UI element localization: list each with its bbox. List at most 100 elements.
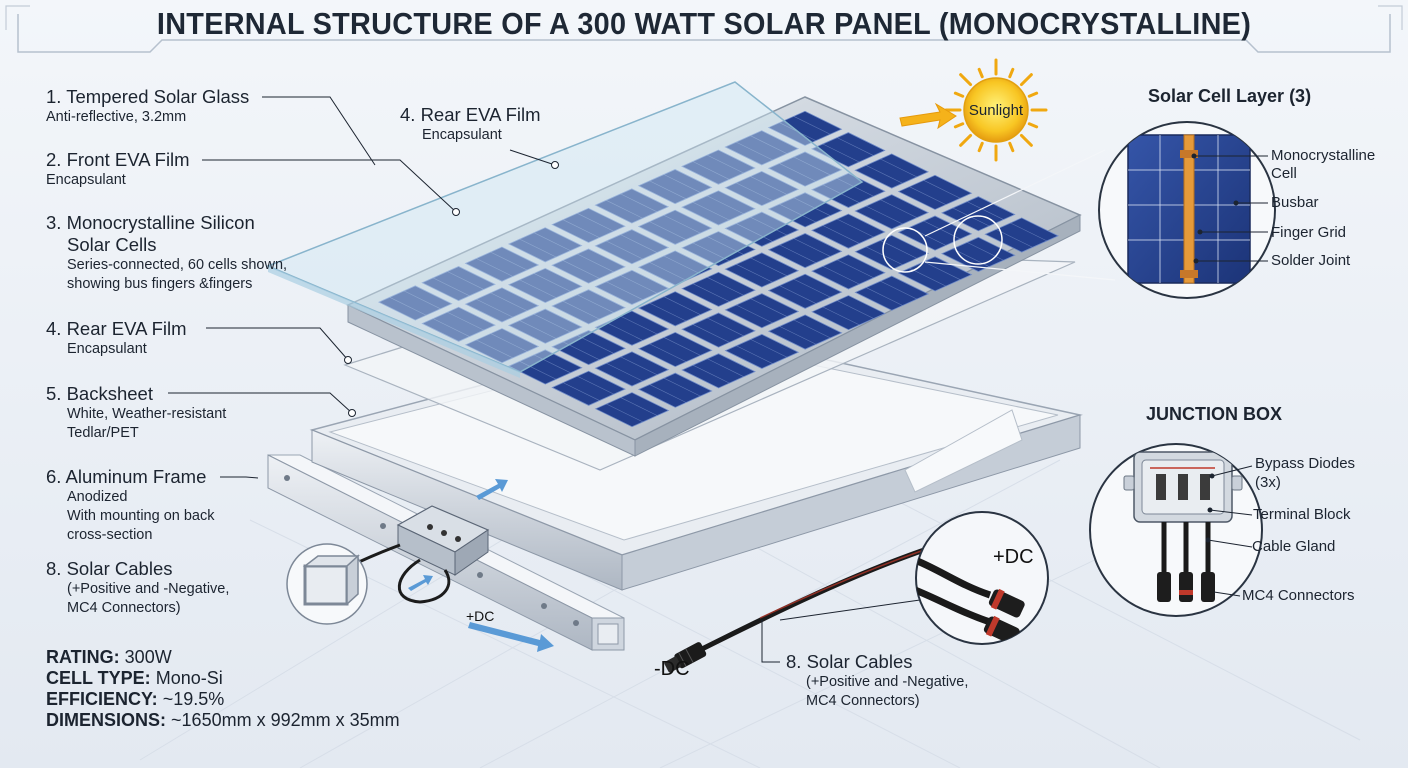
dc-minus-label: -DC [654, 658, 690, 680]
cell-busbar [822, 225, 860, 244]
solar-cell [767, 151, 843, 187]
cell-busbar [779, 326, 817, 345]
cell-busbar [692, 283, 730, 302]
solar-cell [681, 190, 756, 226]
solar-cell [941, 196, 1016, 232]
solar-cell [811, 254, 886, 290]
dc-plus-label-large: +DC [993, 546, 1034, 568]
sunlight-label: Sunlight [968, 102, 1024, 119]
solar-cell [724, 252, 800, 288]
sun-ray [953, 91, 965, 98]
label-sub: showing bus fingers &fingers [67, 276, 253, 292]
cell-busbar [432, 318, 470, 337]
cell-busbar [663, 337, 701, 356]
cell-busbar [476, 298, 513, 318]
label-sub: Encapsulant [422, 127, 502, 143]
cell-busbar [736, 345, 773, 364]
title-frame [17, 14, 1391, 53]
cell-busbar [793, 278, 831, 298]
solar-cell [507, 227, 583, 263]
solar-cell [507, 308, 583, 344]
cell-busbar [865, 165, 903, 184]
label-heading: 4. Rear EVA Film [400, 104, 541, 125]
solar-cell [551, 330, 626, 366]
cell-busbar [577, 375, 614, 395]
solar-cable-free [664, 545, 931, 673]
cell-busbar [779, 244, 817, 264]
cell-busbar [519, 320, 557, 339]
spec-value: Mono-Si [155, 668, 223, 688]
label-front-eva: 2. Front EVA Film Encapsulant [46, 149, 190, 190]
solar-cell [464, 246, 540, 282]
solar-cell [767, 314, 843, 350]
cell-busbar [519, 361, 557, 380]
callout-cable-gland: Cable Gland [1252, 538, 1336, 555]
cell-busbar [606, 322, 643, 341]
cell-busbar [966, 201, 1004, 220]
page-title: INTERNAL STRUCTURE OF A 300 WATT SOLAR P… [156, 6, 1252, 41]
cell-busbar [620, 193, 658, 213]
cell-busbar [707, 195, 744, 215]
solar-cell [724, 293, 800, 329]
cell-busbar [692, 201, 730, 221]
callout-mc4-connectors: MC4 Connectors [1242, 587, 1355, 604]
solar-cell [594, 188, 670, 224]
cell-busbar [866, 205, 903, 225]
cell-detail-magnifier [882, 121, 1276, 299]
dc-flow-arrow-icon [468, 622, 554, 652]
label-solar-cables-right: 8. Solar Cables (+Positive and -Negative… [786, 651, 968, 711]
cell-busbar [577, 335, 614, 354]
cell-busbar [519, 238, 557, 258]
cell-busbar [793, 116, 831, 135]
cell-detail-title: Solar Cell Layer (3) [1148, 86, 1312, 106]
label-solar-cells: 3. Monocrystalline Silicon Solar Cells S… [46, 212, 287, 294]
solar-cell [551, 370, 626, 406]
cell-busbar [562, 300, 600, 320]
solar-cell [594, 269, 670, 305]
cell-busbar [403, 290, 441, 310]
solar-cell [681, 312, 756, 348]
cell-busbar [533, 313, 571, 333]
cell-busbar [880, 199, 917, 218]
cell-busbar [606, 362, 643, 382]
cell-busbar [837, 218, 874, 238]
label-heading: 8. Solar Cables [786, 651, 913, 672]
cell-busbar [389, 297, 427, 316]
cell-busbar [606, 240, 643, 260]
solar-cell [767, 233, 843, 269]
cell-busbar [490, 333, 528, 352]
cell-busbar [750, 176, 788, 195]
spec-key: RATING: [46, 647, 120, 667]
cell-busbar [866, 287, 903, 306]
cell-busbar [822, 306, 860, 326]
sun-ray [1019, 73, 1033, 87]
cell-busbar [707, 317, 744, 337]
spec-rating: RATING: 300W [46, 647, 400, 668]
solar-cell [421, 306, 496, 342]
cell-busbar [533, 354, 571, 374]
solar-cell [767, 273, 843, 309]
label-heading: 8. Solar Cables [46, 558, 173, 579]
cell-busbar [620, 275, 658, 294]
label-sub: Series-connected, 60 cells shown, [67, 257, 288, 273]
cell-busbar [822, 143, 860, 163]
cell-busbar [837, 300, 874, 319]
cell-busbar [663, 174, 701, 193]
solar-cell [637, 331, 713, 368]
cell-busbar [663, 377, 701, 397]
cell-busbar [562, 260, 600, 279]
cell-busbar [793, 197, 831, 216]
sun-ray [953, 122, 965, 129]
cell-busbar [476, 258, 513, 277]
cell-busbar [750, 298, 788, 317]
cell-busbar [606, 281, 643, 300]
cell-busbar [736, 304, 773, 324]
solar-cell [594, 392, 670, 428]
cell-busbar [620, 234, 658, 253]
spec-key: DIMENSIONS: [46, 710, 167, 730]
solar-cell [854, 194, 930, 230]
cell-busbar [880, 280, 918, 300]
cell-busbar [995, 229, 1033, 248]
cell-busbar [836, 137, 874, 156]
